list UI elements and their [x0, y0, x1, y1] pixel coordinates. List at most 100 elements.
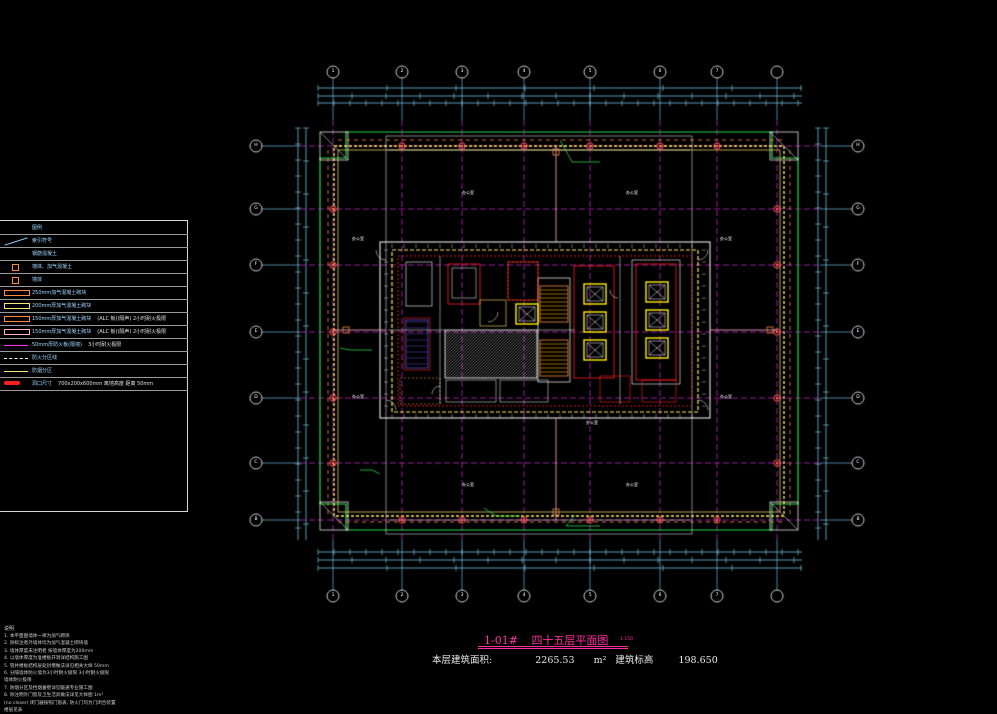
axis-left-label: F	[254, 262, 258, 267]
note-line: 4. 以墙体厚度为准楼板开洞详结构施工图	[4, 656, 88, 662]
room-label: 办公室	[626, 190, 638, 195]
drawing-subtitle: 四十五层平面图	[531, 634, 609, 647]
area-unit: m²	[593, 655, 607, 666]
room-label: 办公室	[626, 482, 638, 487]
legend-row: 150mm厚加气混凝土砌块(ALC 板)(隔声) 2小时耐火极限	[0, 327, 188, 339]
room-label: 办公室	[462, 190, 474, 195]
note-line: 8. 除注明外门窗及卫生洁具做法详见大样图 1m²	[4, 693, 104, 699]
room-label: 办公室	[720, 236, 732, 241]
axis-left-label: C	[254, 460, 258, 465]
legend-extra: 3小时耐火极限	[88, 342, 122, 348]
axis-top-label: 4	[522, 69, 526, 74]
axis-left-label: B	[856, 517, 860, 522]
legend-symbol-icon	[4, 237, 28, 246]
note-line: 墙体耐火极限	[4, 678, 32, 684]
legend-label: 墙体、加气混凝土	[32, 264, 73, 270]
legend-symbol-icon	[4, 329, 30, 335]
legend-symbol-icon	[4, 290, 30, 296]
axis-top-label: 5	[588, 593, 592, 598]
legend-label: 索引符号	[32, 238, 53, 244]
legend-symbol-icon	[12, 264, 19, 271]
title-underline-2	[478, 648, 628, 649]
legend-symbol-icon	[4, 381, 20, 385]
axis-left-label: G	[856, 206, 860, 211]
axis-left-label: E	[856, 329, 860, 334]
axis-top-label: 7	[715, 69, 719, 74]
legend-row: 250mm加气混凝土砌块	[0, 288, 188, 300]
axis-left-label: C	[856, 460, 860, 465]
room-label: 办公室	[352, 236, 364, 241]
room-label: 办公室	[352, 394, 364, 399]
drawing-number: 1-01#	[484, 634, 518, 647]
axis-left-label: G	[254, 206, 258, 211]
room-label: 办公室	[462, 482, 474, 487]
axis-top-label: 3	[460, 69, 464, 74]
floor-plan-drawing[interactable]	[0, 0, 997, 681]
legend-row: 钢筋混凝土	[0, 249, 188, 261]
elevation-label: 建筑标高	[615, 655, 654, 666]
legend-row: 图例	[0, 223, 188, 235]
legend-symbol-icon	[4, 303, 30, 309]
legend-row: 200mm厚加气混凝土砌块	[0, 301, 188, 313]
legend-label: 图例	[32, 225, 43, 231]
axis-top-label: 1	[331, 593, 335, 598]
area-label: 本层建筑面积:	[432, 655, 493, 666]
legend-symbol-icon	[4, 251, 28, 258]
room-label: 办公室	[586, 420, 598, 425]
legend-extra: (ALC 板)(隔声) 2小时耐火极限	[97, 329, 167, 335]
note-line: 楼层见表	[4, 708, 23, 714]
legend-row: 墙体	[0, 275, 188, 287]
drawing-scale: 1:150	[620, 637, 633, 642]
legend-label: 150mm厚加气混凝土砌块(ALC 板)(隔声) 2小时耐火极限	[32, 316, 167, 322]
note-line: 1. 本平面图墙体一律为加气砌块	[4, 634, 70, 639]
legend-label: 钢筋混凝土	[32, 251, 58, 257]
axis-top-label: 4	[522, 593, 526, 598]
elevation-value: 198.650	[678, 655, 718, 666]
note-line: 6. 分隔墙体防火墙为3小时耐火极限 3小时耐火极限	[4, 671, 110, 677]
area-summary: 本层建筑面积: 2265.53 m² 建筑标高 198.650	[432, 652, 718, 666]
axis-top-label: 5	[588, 69, 592, 74]
note-line: (no closer) 闭门器按照门窗表, 防火门均为门闭合装置	[4, 700, 116, 706]
legend-row: 50mm厚防火板(隔墙)3小时耐火极限	[0, 340, 188, 352]
note-line: 7. 防烟分区及挡烟垂壁详见暖通专业施工图	[4, 685, 93, 691]
axis-top-label: 6	[658, 593, 662, 598]
axis-left-label: B	[254, 517, 258, 522]
axis-top-label: 6	[658, 69, 662, 74]
legend-row: 墙体、加气混凝土	[0, 262, 188, 274]
legend-row: 防火分区线	[0, 353, 188, 365]
legend-symbol-icon	[4, 225, 28, 232]
legend-label: 防火分区线	[32, 355, 58, 361]
legend-symbol-icon	[4, 358, 28, 359]
legend-row: 防烟分区	[0, 366, 188, 378]
legend-label: 150mm厚加气混凝土砌块(ALC 板)(隔声) 2小时耐火极限	[32, 329, 167, 335]
legend-extra: 700x200x600mm 离地高度 距离 50mm	[58, 381, 154, 387]
legend-label: 墙体	[32, 277, 43, 283]
legend-label: 防烟分区	[32, 368, 53, 374]
notes-title: 说明	[4, 626, 15, 632]
axis-left-label: D	[856, 395, 860, 400]
axis-left-label: E	[254, 329, 258, 334]
legend-symbol-icon	[4, 345, 28, 346]
legend-symbol-icon	[12, 277, 19, 284]
legend-symbol-icon	[4, 371, 28, 372]
axis-top-label: 2	[400, 593, 404, 598]
axis-top-label: 1	[331, 69, 335, 74]
axis-top-label: 7	[715, 593, 719, 598]
legend-row: 索引符号	[0, 236, 188, 248]
note-line: 3. 墙体厚度未注明者 按墙体厚度为200mm	[4, 648, 94, 654]
note-line: 5. 管井楼板结构层处封堵做法详见相关大样 50mm	[4, 663, 109, 669]
title-underline	[478, 646, 628, 647]
area-value: 2265.53	[535, 655, 575, 666]
room-label: 办公室	[720, 394, 732, 399]
axis-left-label: H	[254, 143, 258, 148]
legend-label: 50mm厚防火板(隔墙)3小时耐火极限	[32, 342, 122, 348]
axis-left-label: D	[254, 395, 258, 400]
drawing-title: 1-01# 四十五层平面图	[484, 632, 608, 648]
legend-extra: (ALC 板)(隔声) 2小时耐火极限	[97, 316, 167, 322]
axis-left-label: F	[856, 262, 860, 267]
